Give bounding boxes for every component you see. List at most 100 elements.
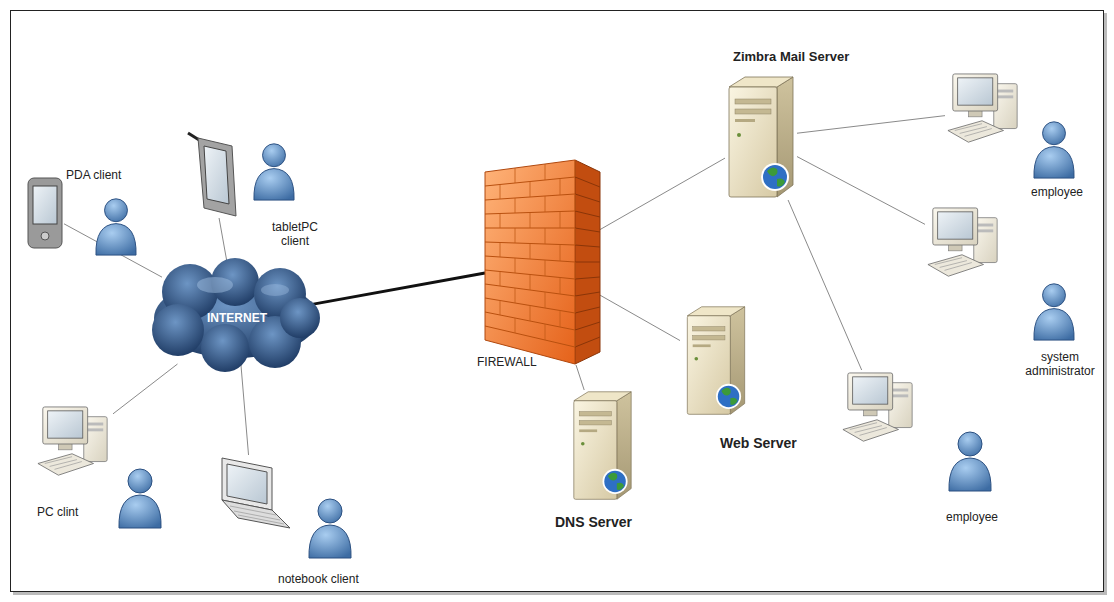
firewall-wall [485, 160, 600, 364]
employee-pc: employee [945, 72, 1023, 150]
brick-joint [515, 258, 516, 273]
drawing-part [227, 464, 267, 504]
brick-joint [575, 228, 576, 245]
brick-joint [545, 164, 546, 180]
drawing-part [197, 277, 233, 293]
brick-line [575, 177, 600, 187]
brick-line [575, 337, 600, 347]
cloud-label: INTERNET [207, 311, 267, 325]
brick-joint [515, 198, 516, 213]
device-label: system administrator [1016, 350, 1104, 379]
brick-line [575, 228, 600, 232]
brick-line [485, 326, 575, 347]
brick-joint [545, 260, 546, 276]
device-label: PDA client [66, 168, 146, 182]
device-label: tabletPC client [265, 220, 325, 249]
brick-joint [575, 330, 576, 347]
dns-server: DNS Server [565, 390, 640, 502]
brick-line [575, 194, 600, 202]
link-stroke [113, 364, 177, 414]
drawing-part [41, 232, 49, 240]
link-stroke [797, 116, 945, 134]
drawing-part [1034, 122, 1074, 178]
internet-cloud: INTERNET [162, 272, 312, 364]
link-stroke [312, 273, 485, 304]
web-server: Web Server [680, 305, 752, 417]
brick-joint [560, 179, 561, 196]
brick-line [575, 277, 600, 279]
tablet-device [188, 133, 236, 216]
drawing-part [687, 307, 744, 415]
brick-joint [515, 288, 516, 303]
brick-line [575, 292, 600, 296]
drawing-part [28, 178, 62, 248]
brick-joint [530, 213, 531, 229]
device-label: Web Server [720, 435, 830, 452]
notebook-client: notebook client [212, 455, 292, 537]
brick-joint [545, 196, 546, 212]
drawing-part [198, 138, 236, 216]
network-link [600, 158, 725, 230]
drawing-part [254, 144, 294, 200]
network-link [797, 116, 945, 134]
link-stroke [797, 157, 925, 225]
drawing-part [948, 74, 1017, 142]
brick-joint [530, 275, 531, 291]
brick-line [575, 245, 600, 247]
brick-joint [575, 262, 576, 279]
drawing-part [574, 392, 631, 500]
device-label: DNS Server [555, 514, 665, 531]
brick-joint [545, 324, 546, 340]
brick-joint [530, 306, 531, 322]
drawing-part [309, 499, 351, 558]
drawing-part [201, 324, 249, 372]
brick-joint [575, 160, 576, 177]
brick-joint [515, 318, 516, 333]
drawing-part [575, 160, 600, 364]
device-label: FIREWALL [477, 355, 567, 369]
drawing-part [729, 77, 793, 197]
drawing-part [96, 199, 136, 255]
brick-joint [530, 244, 531, 260]
drawing-part [949, 432, 991, 491]
drawing-part [1034, 284, 1074, 340]
drawing-part [222, 500, 290, 528]
link-stroke [788, 200, 862, 370]
pda-client: PDA client [28, 178, 64, 250]
firewall: FIREWALL [485, 160, 600, 365]
computer-icons [38, 74, 1017, 475]
link-stroke [576, 365, 584, 390]
brick-joint [500, 272, 501, 287]
brick-joint [560, 212, 561, 229]
brick-joint [500, 214, 501, 229]
mail-server: Zimbra Mail Server [725, 75, 797, 200]
device-label: PC clint [37, 505, 97, 519]
brick-joint [500, 301, 501, 316]
drawing-part [204, 146, 229, 204]
link-stroke [600, 295, 680, 340]
pda-device [28, 178, 62, 248]
network-link [797, 157, 925, 225]
network-link [113, 364, 177, 414]
link-stroke [241, 364, 249, 455]
drawing-part [843, 373, 912, 441]
internet-cloud [152, 258, 320, 372]
notebook-device [222, 458, 290, 528]
drawing-part [485, 160, 575, 364]
brick-joint [560, 278, 561, 295]
brick-joint [515, 228, 516, 243]
user-icons [96, 122, 1074, 558]
network-link [600, 295, 680, 340]
brick-joint [500, 185, 501, 200]
brick-joint [560, 245, 561, 262]
brick-joint [515, 168, 516, 183]
brick-line [575, 211, 600, 217]
employee-pc: employee [840, 370, 918, 450]
drawing-part [33, 186, 57, 224]
device-label: employee [932, 510, 1012, 524]
device-label: employee [1017, 185, 1097, 199]
drawing-part [280, 298, 320, 338]
brick-joint [545, 292, 546, 308]
